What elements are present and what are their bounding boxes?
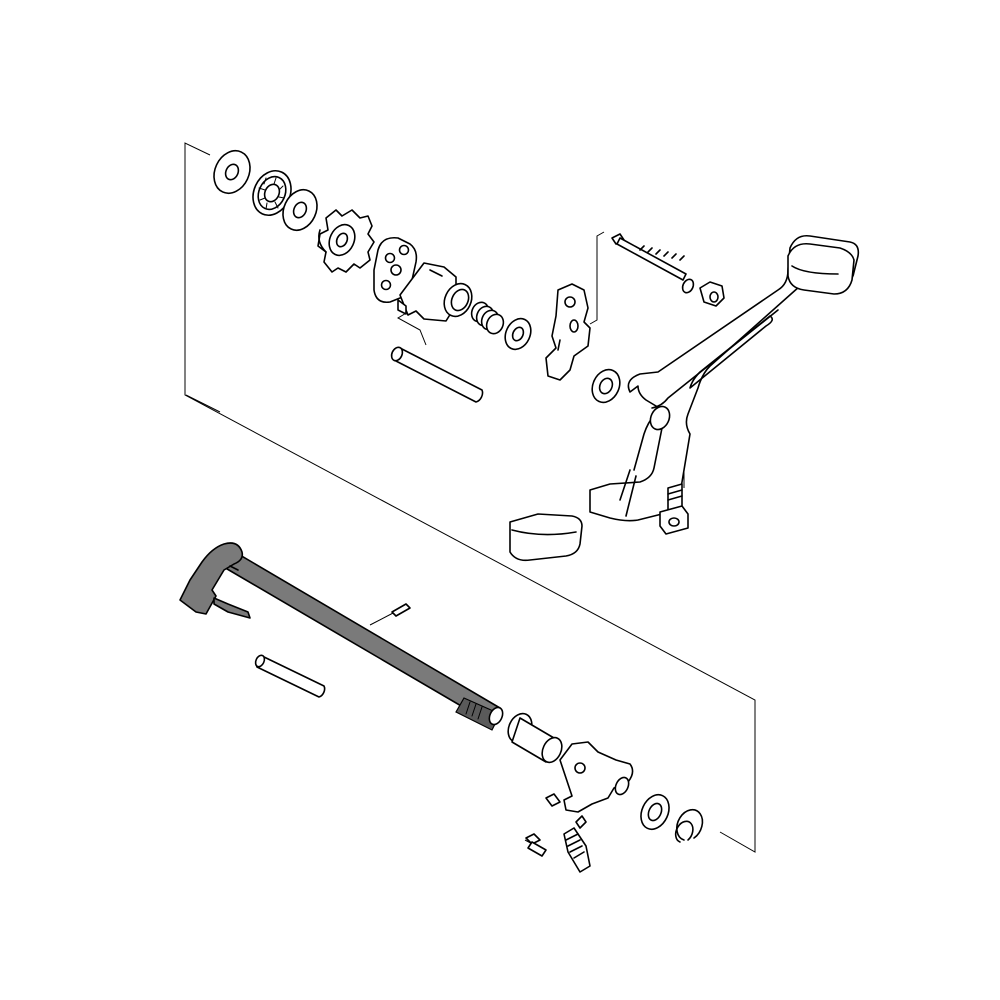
pivot-bolt	[611, 233, 687, 281]
shaft-collar	[507, 712, 563, 764]
washer-1	[213, 150, 251, 194]
pedal-washer	[591, 368, 621, 404]
shift-guide	[397, 262, 473, 322]
shift-pedal	[509, 234, 860, 562]
nut	[699, 281, 725, 307]
pedal-bolt	[659, 483, 689, 535]
dowel-pin	[390, 346, 484, 403]
lower-dowel	[254, 654, 326, 698]
o-ring	[681, 278, 695, 294]
shift-cam	[317, 209, 375, 273]
shift-arm-upper	[545, 283, 591, 381]
shift-shaft	[179, 542, 504, 731]
circlip	[674, 808, 704, 843]
washer-2	[282, 189, 318, 231]
washer-3	[504, 317, 532, 351]
lower-bolt	[525, 833, 547, 857]
small-pin	[391, 603, 411, 617]
shift-arm-lower	[545, 741, 634, 813]
coil-spring	[470, 301, 505, 335]
lower-washer	[640, 793, 670, 831]
return-spring	[563, 815, 591, 873]
needle-bearing	[252, 170, 292, 216]
